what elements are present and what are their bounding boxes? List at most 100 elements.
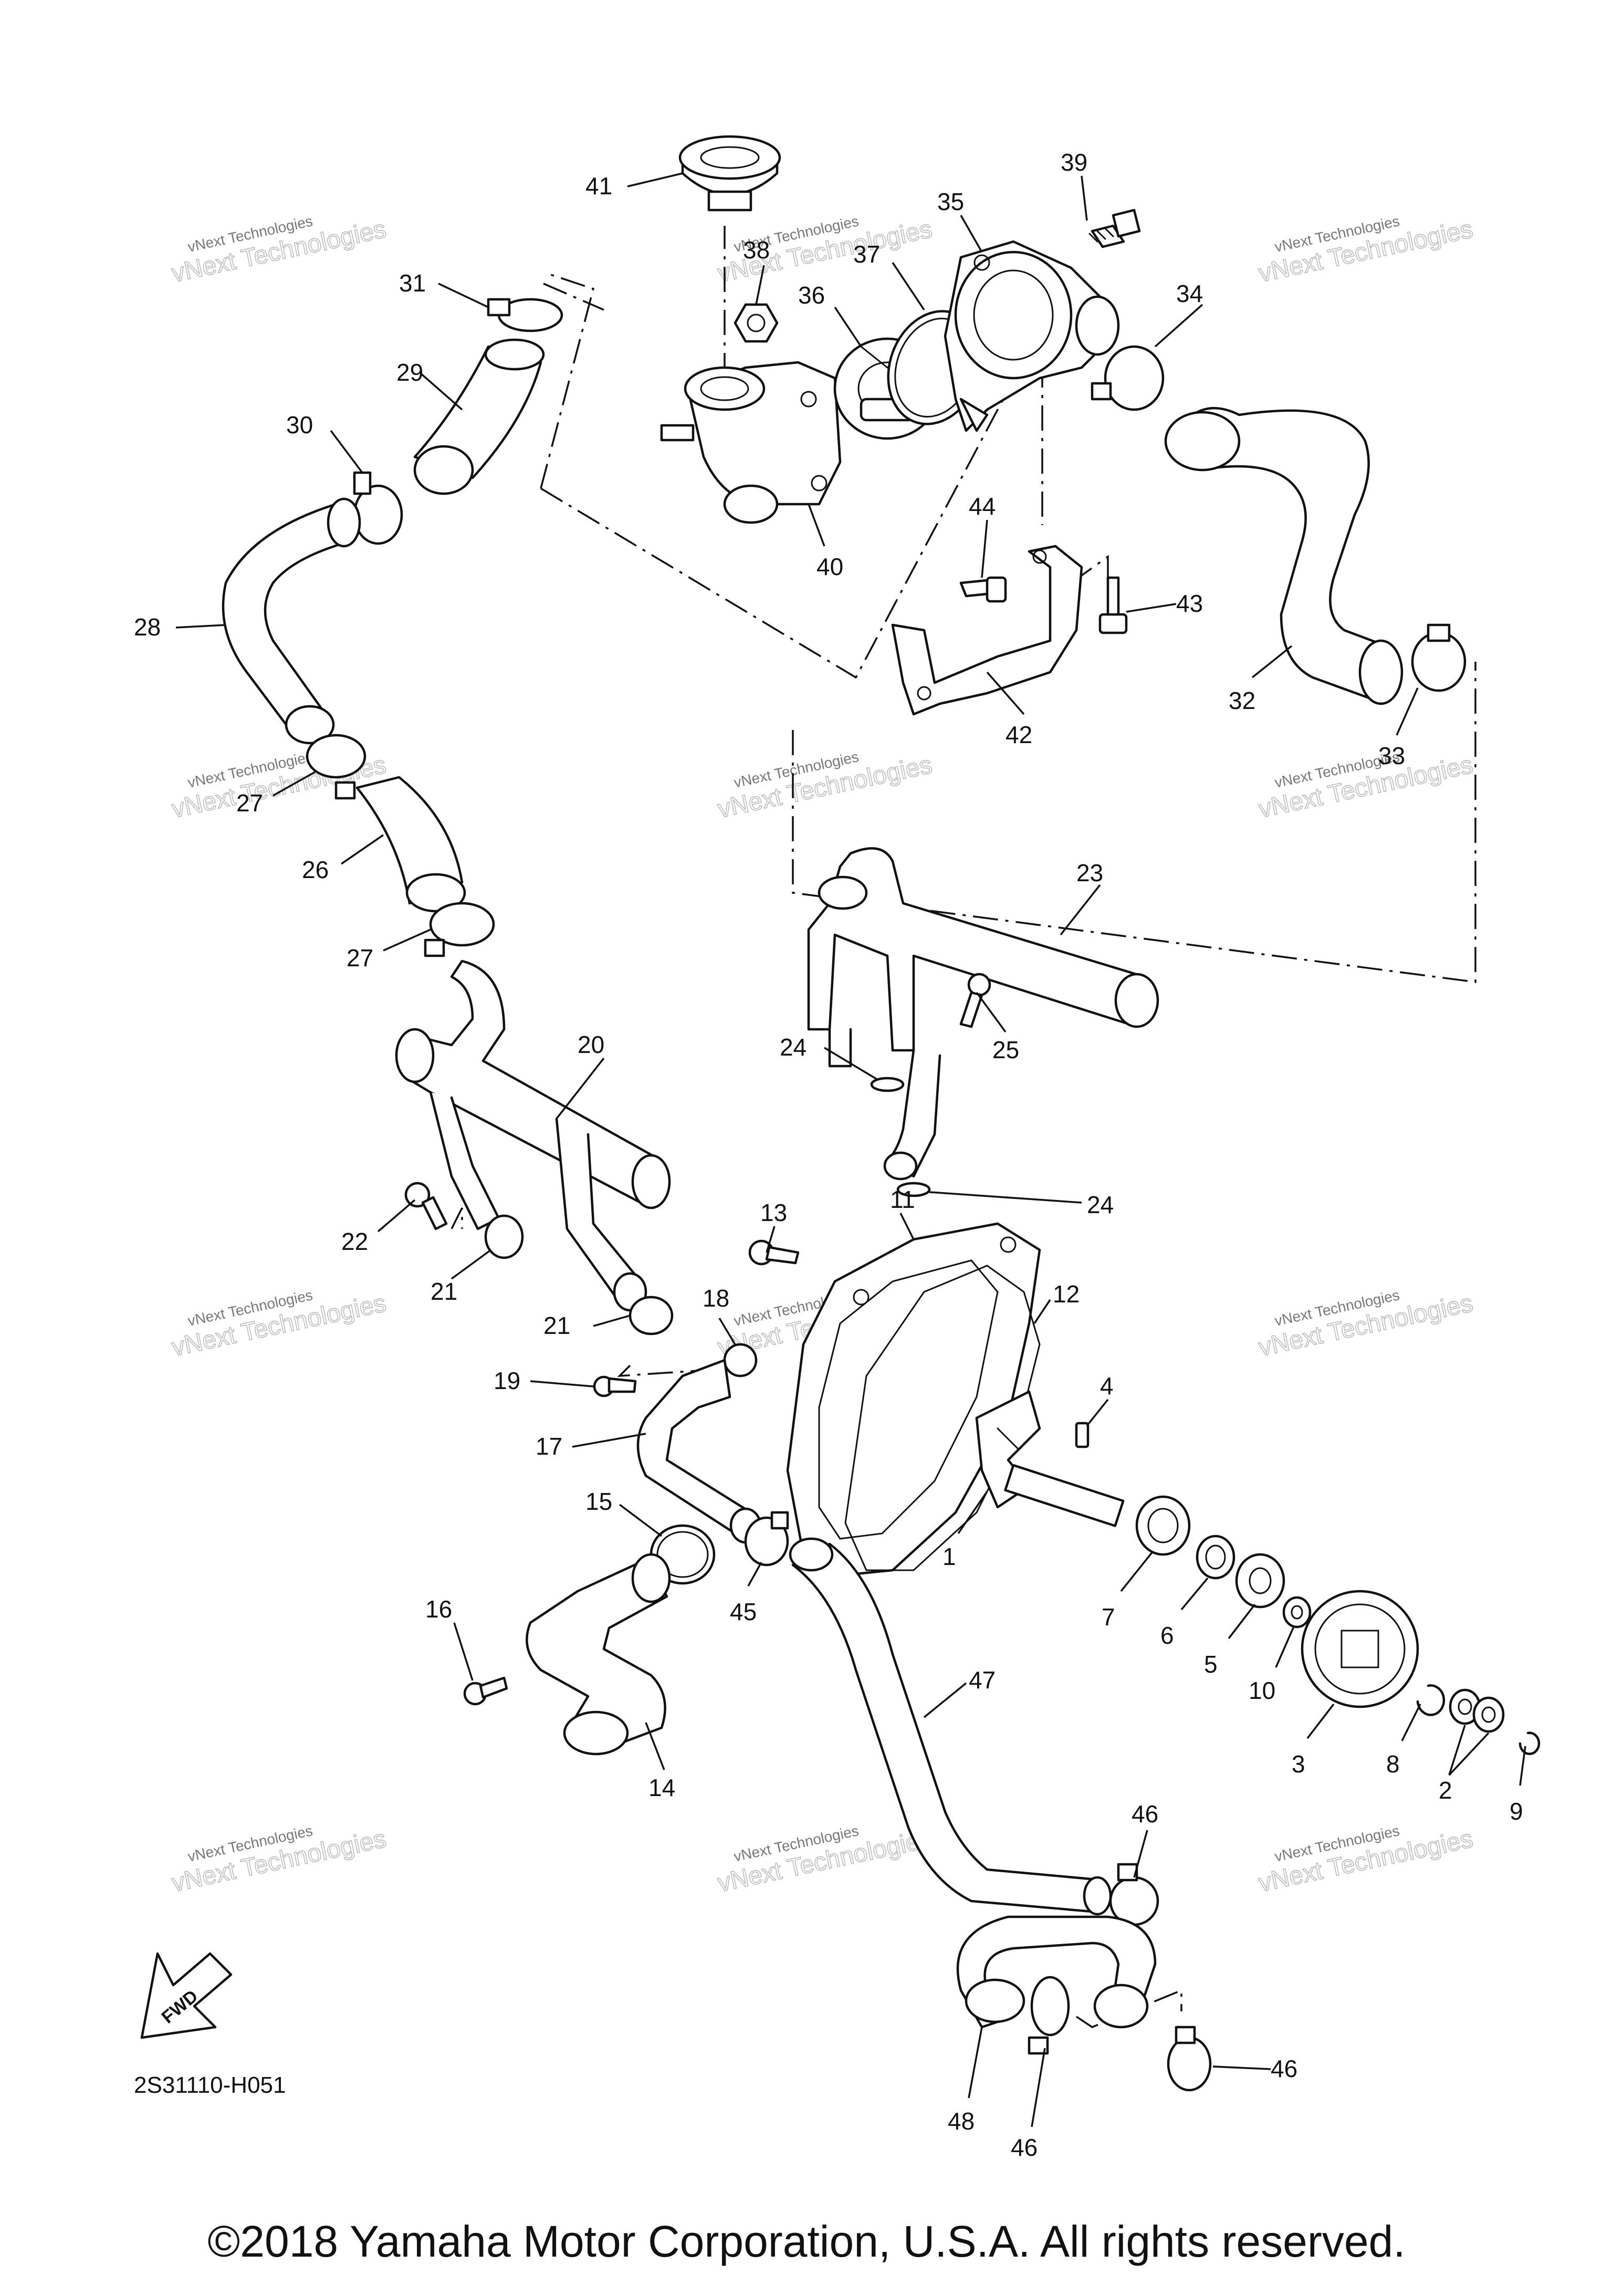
- bolt-22: [404, 1182, 448, 1230]
- watermark: vNext Technologies vNext Technologies: [169, 1287, 389, 1362]
- callout-14: 14: [645, 1722, 675, 1801]
- callout-label: 31: [399, 269, 426, 297]
- washer-2: [1449, 1688, 1505, 1733]
- callout-label: 24: [780, 1034, 806, 1061]
- hose-clamp-33: [1411, 623, 1467, 692]
- callout-label: 45: [730, 1598, 757, 1625]
- callout-label: 38: [743, 236, 770, 264]
- callout-label: 21: [543, 1312, 570, 1339]
- callout-label: 41: [585, 172, 612, 200]
- hose-clamp-30: [353, 471, 403, 545]
- bolt-16: [463, 1676, 508, 1706]
- callout-45: 45: [730, 1562, 762, 1625]
- callout-17: 17: [536, 1433, 646, 1460]
- watermark: vNext Technologies vNext Technologies: [169, 1822, 389, 1898]
- parts: [222, 135, 1541, 2092]
- fwd-arrow-icon: FWD: [140, 1952, 233, 2039]
- bolt-43: [1098, 576, 1128, 634]
- watermark: vNext Technologies vNext Technologies: [169, 213, 389, 288]
- bearing-5: [1235, 1553, 1285, 1609]
- hose-clamp-46-right: [1167, 2026, 1212, 2092]
- callout-label: 14: [648, 1774, 675, 1801]
- callout-24-right: 24: [929, 1191, 1114, 1218]
- callout-5: 5: [1204, 1603, 1256, 1678]
- callout-label: 4: [1100, 1372, 1114, 1400]
- bolt-39: [1088, 208, 1141, 248]
- callout-9: 9: [1510, 1746, 1526, 1825]
- hose-32: [1164, 406, 1403, 705]
- callout-label: 46: [1132, 1800, 1158, 1828]
- watermark: vNext Technologies vNext Technologies: [1256, 213, 1476, 288]
- pin-4: [1075, 1422, 1090, 1448]
- callout-13: 13: [760, 1199, 787, 1253]
- callout-label: 40: [816, 553, 843, 580]
- callout-label: 16: [425, 1595, 452, 1623]
- callout-label: 15: [585, 1488, 612, 1515]
- watermark: vNext Technologies vNext Technologies: [1256, 748, 1476, 824]
- callout-16: 16: [425, 1595, 474, 1681]
- gear-3: [1301, 1590, 1419, 1708]
- water-pipe-23: [807, 847, 1159, 1181]
- pipe-14: [526, 1553, 671, 1756]
- hose-48: [956, 1915, 1157, 2029]
- callout-32: 32: [1229, 645, 1293, 714]
- callout-label: 6: [1160, 1622, 1174, 1649]
- callout-33: 33: [1378, 687, 1419, 769]
- callout-label: 2: [1439, 1777, 1452, 1804]
- callout-label: 7: [1102, 1603, 1115, 1631]
- callout-label: 43: [1176, 590, 1203, 617]
- callout-label: 30: [286, 411, 313, 439]
- circlip-9: [1518, 1731, 1541, 1755]
- assembly-line: [540, 272, 1046, 679]
- callout-label: 20: [578, 1031, 604, 1058]
- callout-25: 25: [976, 992, 1019, 1063]
- callout-2: 2: [1439, 1725, 1490, 1804]
- nut-38: [734, 303, 779, 343]
- callout-21-lower: 21: [543, 1312, 631, 1339]
- callout-7: 7: [1102, 1551, 1154, 1631]
- callout-34: 34: [1154, 280, 1203, 348]
- pipe-17: [636, 1359, 762, 1544]
- copyright-notice: ©2018 Yamaha Motor Corporation, U.S.A. A…: [207, 2217, 1406, 2266]
- callout-label: 33: [1378, 742, 1405, 769]
- callout-22: 22: [341, 1199, 416, 1255]
- hose-26: [355, 776, 466, 913]
- callout-label: 44: [969, 493, 996, 520]
- callout-label: 42: [1005, 721, 1032, 748]
- callout-label: 28: [134, 613, 161, 641]
- callout-12: 12: [1033, 1280, 1080, 1324]
- callout-6: 6: [1160, 1577, 1209, 1649]
- callout-label: 12: [1053, 1280, 1080, 1308]
- hose-clamp-31: [487, 298, 563, 332]
- circlip-8: [1416, 1684, 1446, 1716]
- callout-label: 26: [302, 856, 329, 883]
- hose-47: [789, 1537, 1112, 1916]
- callout-label: 21: [431, 1278, 457, 1305]
- callout-41: 41: [585, 172, 683, 200]
- callout-label: 32: [1229, 687, 1255, 714]
- callout-19: 19: [494, 1367, 594, 1394]
- callout-42: 42: [986, 671, 1032, 748]
- callout-43: 43: [1126, 590, 1203, 617]
- oil-seal-7: [1135, 1495, 1191, 1556]
- callout-label: 36: [798, 281, 825, 309]
- callout-label: 19: [494, 1367, 520, 1394]
- callout-36: 36: [798, 281, 862, 347]
- callout-label: 37: [853, 241, 880, 268]
- callout-4: 4: [1086, 1372, 1114, 1427]
- seal-6: [1196, 1535, 1235, 1580]
- hose-clamp-45: [744, 1511, 789, 1567]
- o-ring-21-lower: [629, 1296, 674, 1335]
- callout-18: 18: [703, 1285, 736, 1345]
- assembly-line: [792, 662, 1476, 983]
- callout-40: 40: [808, 504, 843, 580]
- callout-39: 39: [1061, 149, 1088, 221]
- callout-label: 17: [536, 1433, 562, 1460]
- callout-11: 11: [890, 1186, 915, 1240]
- callout-3: 3: [1292, 1703, 1335, 1778]
- callout-label: 47: [969, 1666, 996, 1694]
- callout-46-middle: 46: [1011, 2048, 1046, 2161]
- callout-27-upper: 27: [236, 771, 316, 817]
